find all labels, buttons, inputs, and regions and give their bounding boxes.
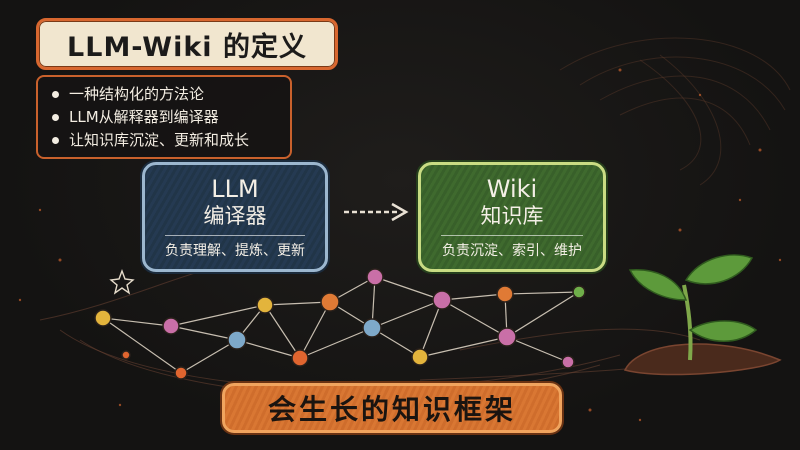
llm-compiler-box: LLM 编译器 负责理解、提炼、更新 [142,162,328,272]
list-item: LLM从解释器到编译器 [52,106,280,129]
llm-box-subtitle: 编译器 [203,204,267,228]
page-title: LLM-Wiki 的定义 [36,18,338,70]
llm-box-title: LLM [211,175,259,203]
arrow-icon [344,202,409,222]
wiki-box-caption: 负责沉淀、索引、维护 [442,243,582,259]
sprout-icon [623,254,782,376]
wiki-box-subtitle: 知识库 [480,204,544,228]
list-item: 让知识库沉淀、更新和成长 [52,129,280,152]
list-item-text: 一种结构化的方法论 [69,85,205,103]
growing-knowledge-banner: 会生长的知识框架 [222,383,562,433]
knowledge-network-icon [94,268,586,380]
list-item-text: LLM从解释器到编译器 [69,108,219,126]
wiki-knowledge-box: Wiki 知识库 负责沉淀、索引、维护 [418,162,606,272]
divider [441,235,583,236]
list-item-text: 让知识库沉淀、更新和成长 [69,131,250,149]
bullet-icon [52,137,59,144]
bullet-icon [52,114,59,121]
llm-box-caption: 负责理解、提炼、更新 [165,243,305,259]
definition-list: 一种结构化的方法论 LLM从解释器到编译器 让知识库沉淀、更新和成长 [36,75,292,159]
divider [165,235,305,236]
star-icon [109,269,135,295]
bullet-icon [52,91,59,98]
list-item: 一种结构化的方法论 [52,83,280,106]
wiki-box-title: Wiki [486,175,538,203]
